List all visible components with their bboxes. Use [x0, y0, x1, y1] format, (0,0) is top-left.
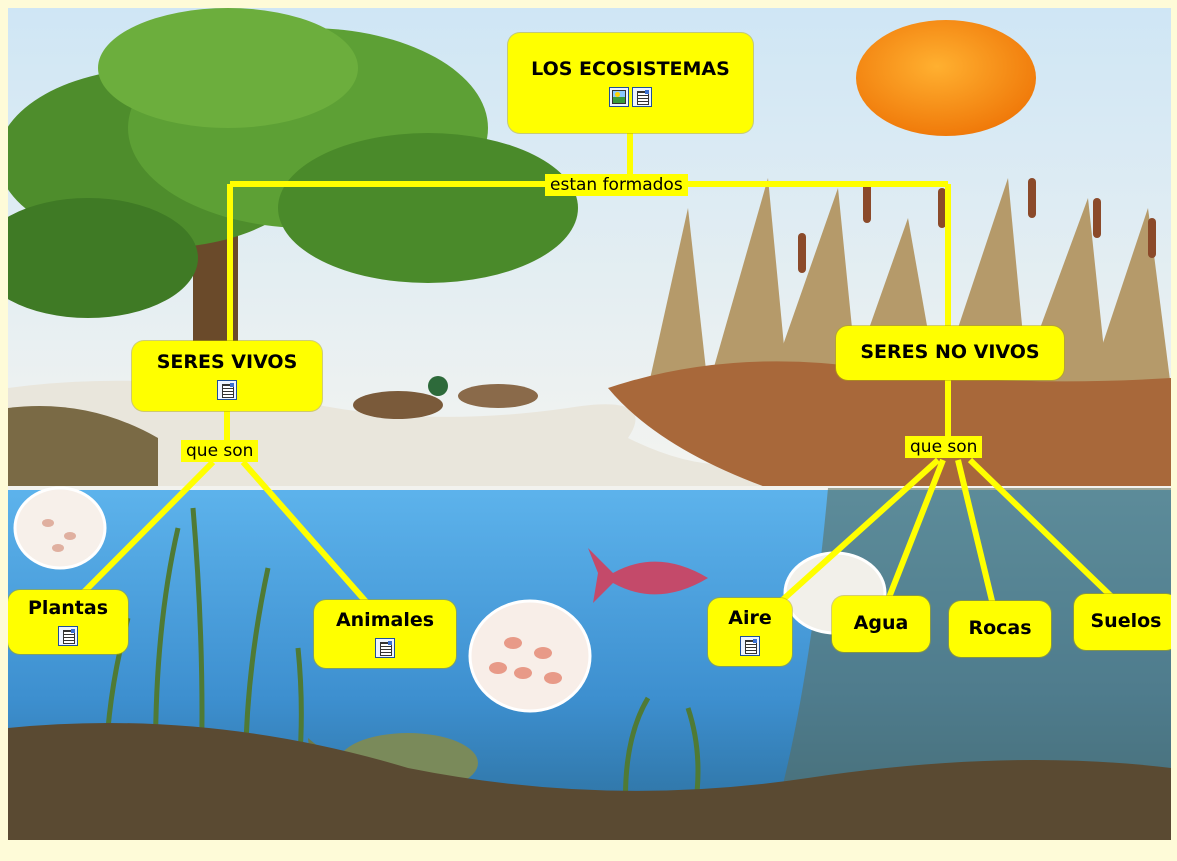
node-label: Agua: [854, 613, 909, 635]
image-icon[interactable]: [609, 87, 629, 107]
node-label: Suelos: [1091, 611, 1162, 633]
node-plantas[interactable]: Plantas: [8, 590, 128, 654]
node-label: LOS ECOSISTEMAS: [531, 59, 730, 81]
node-label: SERES NO VIVOS: [860, 342, 1039, 364]
node-label: Rocas: [968, 618, 1031, 640]
node-icons: [740, 636, 760, 656]
link-label-que-son-no-vivos[interactable]: que son: [905, 436, 982, 458]
sun: [856, 20, 1036, 136]
node-label: SERES VIVOS: [157, 352, 298, 374]
note-icon[interactable]: [375, 638, 395, 658]
node-seres-no-vivos[interactable]: SERES NO VIVOS: [836, 326, 1064, 380]
note-icon[interactable]: [58, 626, 78, 646]
node-icons: [609, 87, 652, 107]
link-label-que-son-vivos[interactable]: que son: [181, 440, 258, 462]
node-seres-vivos[interactable]: SERES VIVOS: [132, 341, 322, 411]
node-rocas[interactable]: Rocas: [949, 601, 1051, 657]
node-animales[interactable]: Animales: [314, 600, 456, 668]
note-icon[interactable]: [217, 380, 237, 400]
node-icons: [375, 638, 395, 658]
node-suelos[interactable]: Suelos: [1074, 594, 1171, 650]
node-label: Aire: [728, 608, 771, 630]
note-icon[interactable]: [740, 636, 760, 656]
node-los-ecosistemas[interactable]: LOS ECOSISTEMAS: [508, 33, 753, 133]
ecosystem-scene: LOS ECOSISTEMAS estan formados SERES VIV…: [8, 8, 1171, 840]
node-icons: [217, 380, 237, 400]
node-label: Plantas: [28, 598, 108, 620]
link-label-estan-formados[interactable]: estan formados: [545, 174, 688, 196]
node-label: Animales: [336, 610, 434, 632]
note-icon[interactable]: [632, 87, 652, 107]
node-aire[interactable]: Aire: [708, 598, 792, 666]
node-icons: [58, 626, 78, 646]
node-agua[interactable]: Agua: [832, 596, 930, 652]
